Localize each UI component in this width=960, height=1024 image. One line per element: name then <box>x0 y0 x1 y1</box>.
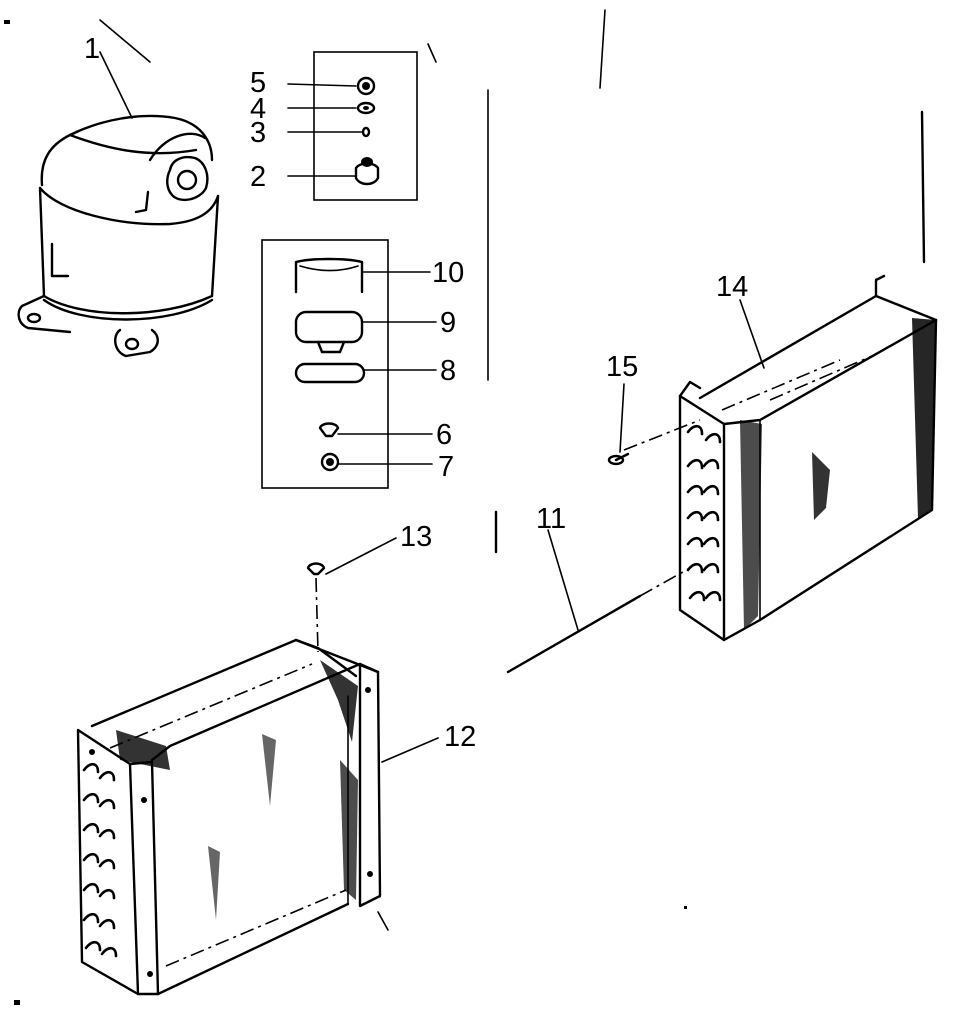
callout-6: 6 <box>436 419 452 451</box>
callout-1: 1 <box>84 33 100 65</box>
callout-4: 4 <box>250 93 266 125</box>
callout-15: 15 <box>606 351 638 383</box>
callout-7: 7 <box>438 451 454 483</box>
terminal-parts-panel <box>261 239 437 489</box>
callout-14: 14 <box>716 271 748 303</box>
evaporator-coil <box>623 274 938 642</box>
screw-15 <box>607 383 630 466</box>
callout-12: 12 <box>444 721 476 753</box>
callout-11: 11 <box>536 503 566 535</box>
scan-artifacts <box>4 9 926 1005</box>
callout-10: 10 <box>432 257 464 289</box>
callout-3: 3 <box>250 117 266 149</box>
callout-13: 13 <box>400 521 432 553</box>
screw-13 <box>306 537 397 653</box>
capillary-tube <box>506 529 691 674</box>
condenser-coil <box>76 638 439 996</box>
callout-8: 8 <box>440 355 456 387</box>
mounting-hardware-panel <box>287 51 418 201</box>
callout-9: 9 <box>440 307 456 339</box>
callout-5: 5 <box>250 67 266 99</box>
leader-1 <box>99 51 133 119</box>
callout-2: 2 <box>250 161 266 193</box>
callout-labels: 1 2 3 4 5 6 7 8 9 10 11 12 13 14 15 <box>84 33 748 753</box>
compressor <box>17 114 220 358</box>
